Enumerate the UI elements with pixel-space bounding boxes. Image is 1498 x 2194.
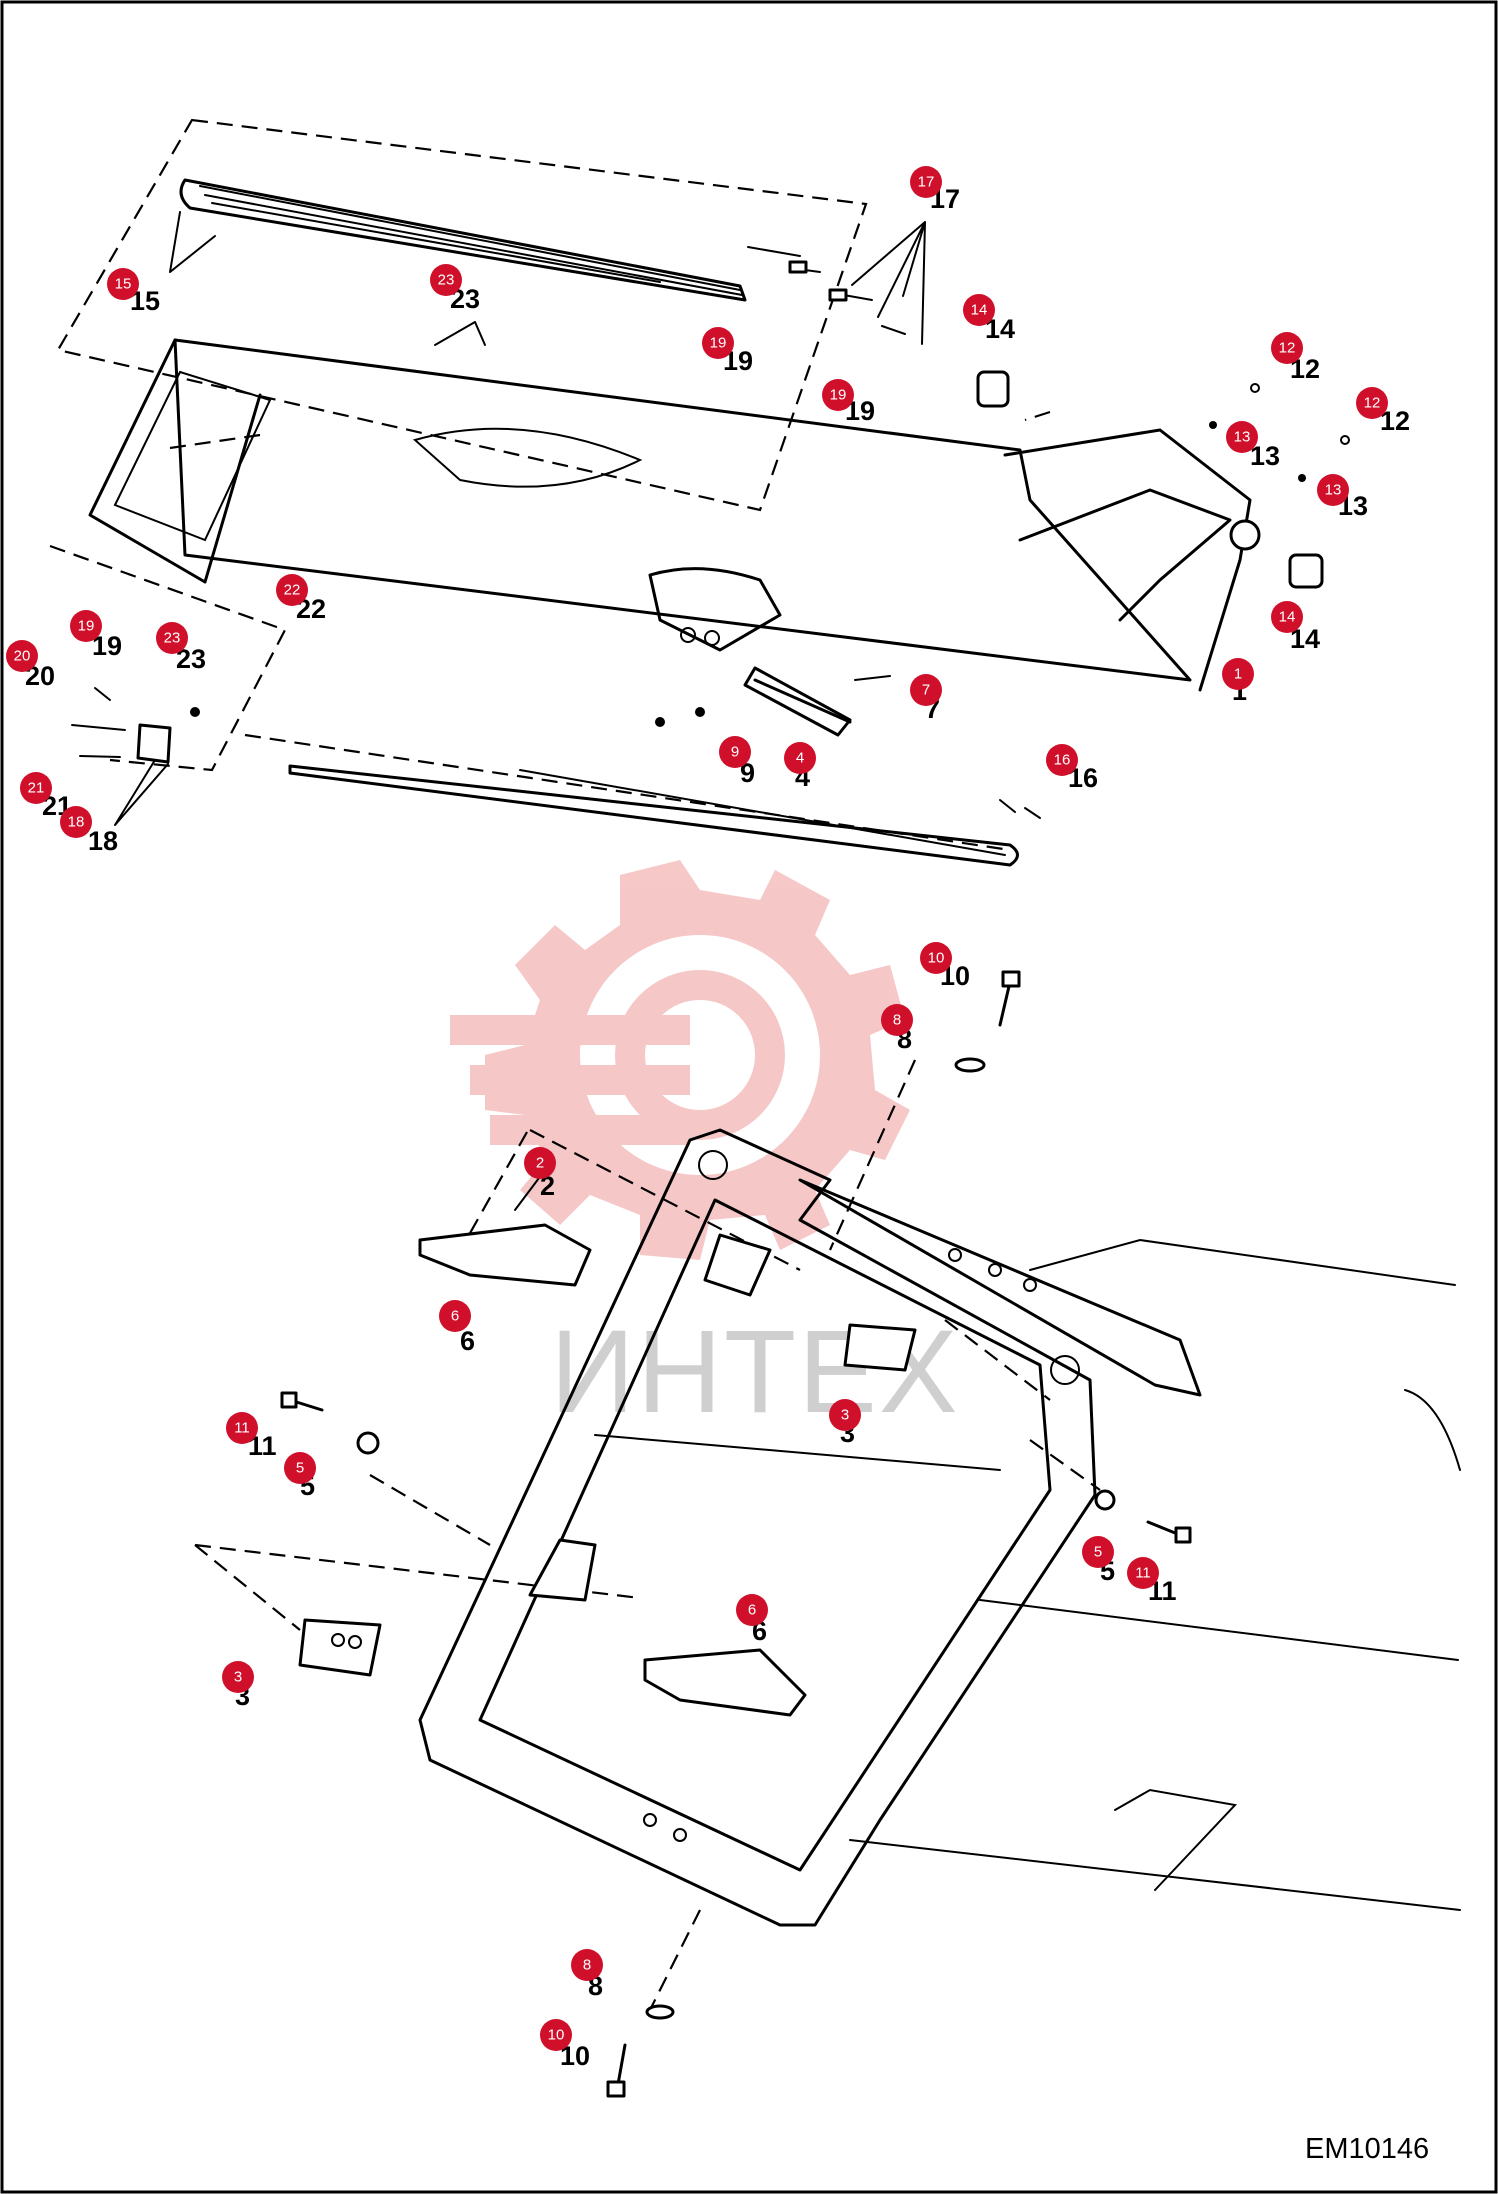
svg-text:13: 13: [1234, 429, 1251, 446]
callout-18[interactable]: 18: [60, 806, 92, 838]
svg-text:14: 14: [971, 302, 988, 319]
lower-dashed-guides: [194, 1059, 1101, 2011]
label-6a: 6: [460, 1326, 475, 1356]
svg-text:11: 11: [1135, 1565, 1151, 1582]
svg-text:23: 23: [438, 272, 455, 289]
callout-2[interactable]: 2: [524, 1147, 556, 1179]
svg-text:9: 9: [731, 744, 739, 761]
callout-10a[interactable]: 10: [920, 942, 952, 974]
svg-text:8: 8: [893, 1012, 901, 1029]
callout-10b[interactable]: 10: [540, 2019, 572, 2051]
svg-text:15: 15: [115, 276, 132, 293]
svg-text:11: 11: [234, 1420, 250, 1437]
part-18-hinge-bracket: [71, 687, 200, 764]
part-14-bushing-right: [1288, 553, 1324, 589]
svg-text:10: 10: [548, 2027, 565, 2044]
callout-17[interactable]: 17: [910, 166, 942, 198]
svg-text:5: 5: [296, 1460, 304, 1477]
svg-text:12: 12: [1279, 340, 1296, 357]
svg-text:6: 6: [451, 1308, 459, 1325]
svg-text:22: 22: [284, 582, 301, 599]
callout-9[interactable]: 9: [719, 736, 751, 768]
callout-13a[interactable]: 13: [1226, 421, 1258, 453]
svg-text:6: 6: [748, 1602, 756, 1619]
part-16-seal-strip: [288, 764, 1019, 867]
callout-7[interactable]: 7: [910, 674, 942, 706]
part-6-wear-plates: [418, 1223, 807, 1717]
callout-4[interactable]: 4: [784, 742, 816, 774]
callout-3a[interactable]: 3: [829, 1399, 861, 1431]
svg-text:21: 21: [28, 780, 45, 797]
svg-text:20: 20: [14, 648, 31, 665]
callout-11b[interactable]: 11: [1127, 1557, 1159, 1589]
callout-11a[interactable]: 11: [226, 1412, 258, 1444]
part-3-pads: [298, 1233, 917, 1677]
callout-8b[interactable]: 8: [571, 1949, 603, 1981]
svg-text:2: 2: [536, 1155, 544, 1172]
svg-text:4: 4: [796, 750, 804, 767]
callout-12a[interactable]: 12: [1271, 332, 1303, 364]
callout-14b[interactable]: 14: [1271, 601, 1303, 633]
svg-text:14: 14: [1279, 609, 1296, 626]
svg-text:3: 3: [234, 1669, 242, 1686]
part-14-bushing-top: [976, 370, 1010, 408]
callout-19a[interactable]: 19: [702, 327, 734, 359]
svg-text:12: 12: [1364, 395, 1381, 412]
part-1-frame: [88, 338, 1252, 737]
svg-text:8: 8: [583, 1957, 591, 1974]
part-17-19-pins: [747, 246, 906, 335]
callout-1[interactable]: 1: [1222, 658, 1254, 690]
loader-arm-outline: [849, 1238, 1461, 1911]
callout-15[interactable]: 15: [107, 268, 139, 300]
part-4-7-pins: [655, 675, 891, 727]
callout-12b[interactable]: 12: [1356, 387, 1388, 419]
callout-5a[interactable]: 5: [284, 1452, 316, 1484]
svg-text:19: 19: [78, 618, 95, 635]
svg-text:5: 5: [1094, 1544, 1102, 1561]
svg-text:18: 18: [68, 814, 85, 831]
pivot-boss: [1229, 519, 1261, 551]
callout-6b[interactable]: 6: [736, 1594, 768, 1626]
watermark-logo: [450, 860, 910, 1260]
bolts-washers: [280, 970, 1192, 2098]
callout-21[interactable]: 21: [20, 772, 52, 804]
part-12-13-fasteners: [1209, 383, 1350, 482]
callout-22[interactable]: 22: [276, 574, 308, 606]
upper-dashed-guides: [49, 118, 1051, 852]
svg-text:13: 13: [1325, 482, 1342, 499]
svg-text:23: 23: [164, 630, 181, 647]
document-code: EM10146: [1305, 2133, 1429, 2165]
svg-text:10: 10: [928, 950, 945, 967]
callout-23b[interactable]: 23: [156, 622, 188, 654]
callout-19b[interactable]: 19: [822, 379, 854, 411]
callout-13b[interactable]: 13: [1317, 474, 1349, 506]
callout-23a[interactable]: 23: [430, 264, 462, 296]
callout-20[interactable]: 20: [6, 640, 38, 672]
svg-text:19: 19: [830, 387, 847, 404]
callout-16[interactable]: 16: [1046, 744, 1078, 776]
callout-14a[interactable]: 14: [963, 294, 995, 326]
callout-6a[interactable]: 6: [439, 1300, 471, 1332]
label-18: 18: [88, 826, 118, 856]
part-15-seal-strip: [179, 178, 747, 302]
callout-8a[interactable]: 8: [881, 1004, 913, 1036]
svg-text:17: 17: [918, 174, 935, 191]
svg-text:16: 16: [1054, 752, 1071, 769]
svg-text:7: 7: [922, 682, 930, 699]
callout-markers: 1 2 3 3 4 5 5 6 6 7 8 8 9 10 10 11 11 12…: [6, 166, 1388, 2051]
svg-text:3: 3: [841, 1407, 849, 1424]
watermark-text: ИНТЕХ: [550, 1306, 960, 1438]
callout-19c[interactable]: 19: [70, 610, 102, 642]
part-mount-frame: [418, 1128, 1202, 1927]
label-9: 9: [740, 758, 755, 788]
svg-text:19: 19: [710, 335, 727, 352]
callout-3b[interactable]: 3: [222, 1661, 254, 1693]
svg-text:1: 1: [1234, 666, 1242, 683]
callout-5b[interactable]: 5: [1082, 1536, 1114, 1568]
